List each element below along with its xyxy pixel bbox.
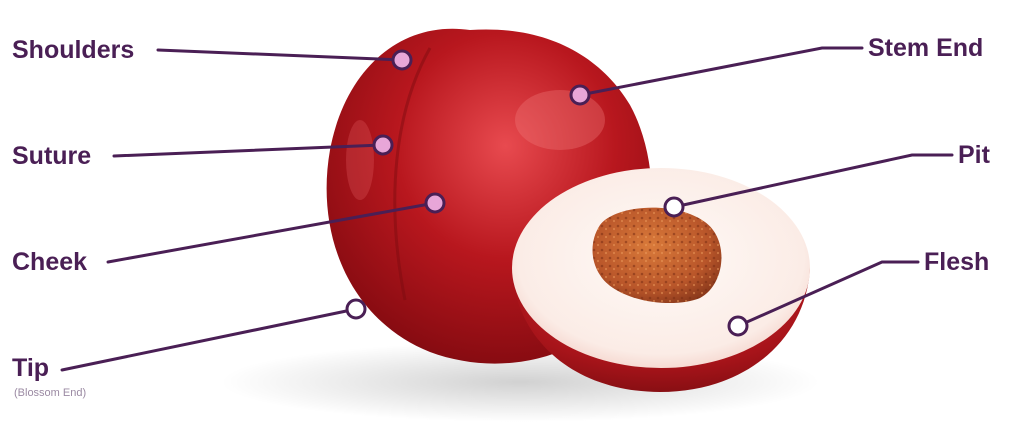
label-cheek: Cheek	[12, 250, 87, 275]
marker-suture	[374, 136, 392, 154]
label-tip: Tip	[12, 356, 49, 381]
marker-stem-end	[571, 86, 589, 104]
label-flesh: Flesh	[924, 250, 989, 275]
label-suture: Suture	[12, 144, 91, 169]
label-stem-end: Stem End	[868, 36, 983, 61]
label-pit: Pit	[958, 143, 990, 168]
leader-line-stem-end	[580, 48, 862, 95]
marker-cheek	[426, 194, 444, 212]
marker-shoulders	[393, 51, 411, 69]
label-shoulders: Shoulders	[12, 38, 134, 63]
marker-tip	[347, 300, 365, 318]
leader-line-shoulders	[158, 50, 402, 60]
marker-pit	[665, 198, 683, 216]
label-tip-sublabel: (Blossom End)	[14, 388, 86, 399]
marker-flesh	[729, 317, 747, 335]
